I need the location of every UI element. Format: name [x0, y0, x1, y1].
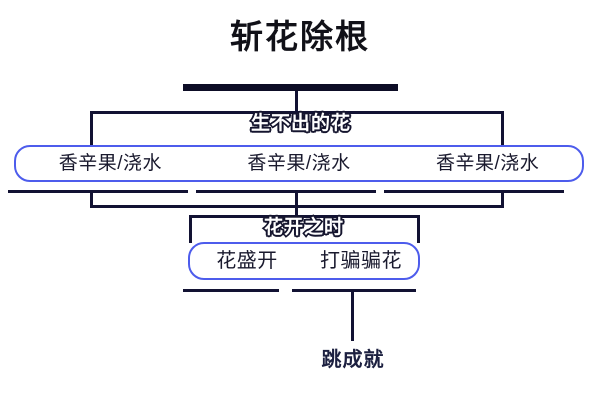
branch-item-flower-2[interactable]: 香辛果/浇水 [247, 152, 351, 174]
branch-item-bloom-2[interactable]: 打骗骗花 [320, 250, 402, 272]
branch-item-flower-3[interactable]: 香辛果/浇水 [436, 152, 540, 174]
stage-label-no-flower: 生不出的花 [249, 111, 351, 135]
page-title: 斩花除根 [230, 18, 370, 55]
connector-level2-left-leg [90, 192, 93, 207]
connector-level2-right-leg [501, 192, 504, 207]
connector-level1-left-leg [90, 111, 93, 146]
connector-leaf-drop [351, 289, 354, 341]
connector-bloom-stub-right [292, 289, 416, 292]
connector-level1-right-leg [501, 111, 504, 146]
connector-flower-stub-2 [196, 190, 376, 193]
leaf-node-achievement: 跳成就 [321, 349, 385, 371]
connector-level3-left-leg [189, 215, 192, 243]
connector-level3-right-leg [417, 215, 420, 243]
stage-label-bloom-time: 花开之时 [262, 215, 344, 239]
connector-level3-horizontal [189, 215, 419, 218]
root-bar [183, 84, 398, 91]
connector-root-drop [295, 91, 298, 113]
branch-item-bloom-1[interactable]: 花盛开 [216, 250, 278, 272]
branch-box-bloom[interactable]: 花盛开 打骗骗花 [188, 242, 420, 280]
connector-flower-stub-1 [8, 190, 188, 193]
connector-level2-centre-leg [295, 192, 298, 207]
connector-flower-stub-3 [384, 190, 564, 193]
connector-bloom-stub-left [183, 289, 279, 292]
connector-level1-horizontal [90, 111, 504, 114]
branch-box-flowers[interactable]: 香辛果/浇水 香辛果/浇水 香辛果/浇水 [14, 145, 584, 182]
branch-item-flower-1[interactable]: 香辛果/浇水 [58, 152, 162, 174]
connector-level2-drop [295, 205, 298, 217]
